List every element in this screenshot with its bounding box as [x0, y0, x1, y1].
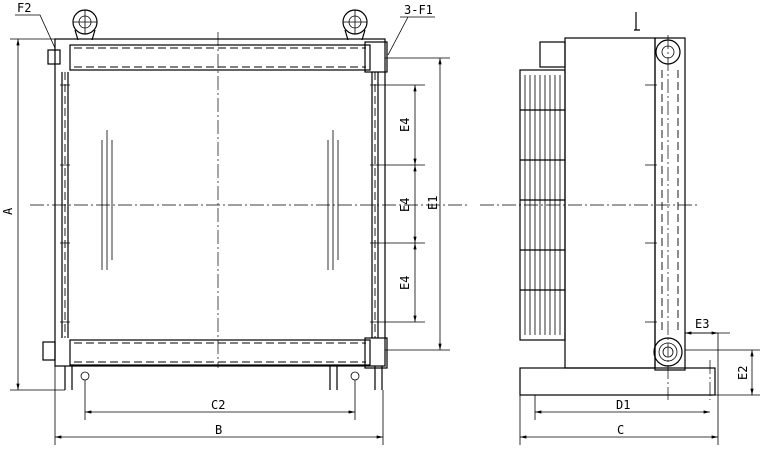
dim-e4-label-1: E4 [398, 118, 412, 132]
callout-3-f1: 3-F1 [404, 3, 433, 17]
dim-e1-label: E1 [426, 196, 440, 210]
side-top-box [539, 41, 566, 68]
outer-frame [54, 38, 386, 367]
dim-c-label: C [617, 423, 624, 437]
fitting-f2 [47, 49, 61, 65]
dim-e4-label-2: E4 [398, 198, 412, 212]
side-column [654, 37, 686, 371]
bottom-header-tube [69, 339, 371, 366]
dim-c2-label: C2 [211, 398, 225, 412]
dim-e2-label: E2 [736, 366, 750, 380]
side-dimensions: E3 E2 D1 C [519, 317, 760, 445]
flange-top-right [364, 41, 388, 73]
flange-bottom-right [364, 337, 388, 369]
callout-f2: F2 [17, 1, 31, 15]
dim-b-label: B [215, 423, 222, 437]
top-header-tube [69, 44, 371, 71]
front-dimensions: A E1 E4 E4 E4 C2 B F2 3-F1 [1, 1, 450, 445]
side-view [480, 12, 716, 400]
lifting-lug-right [342, 9, 368, 41]
dim-d1-label: D1 [616, 398, 630, 412]
fitting-bottom-left [42, 341, 56, 361]
dim-a-label: A [1, 207, 15, 215]
dim-e3-label: E3 [695, 317, 709, 331]
base-plate [519, 367, 716, 396]
lifting-lug-left [72, 9, 98, 41]
front-view [30, 9, 470, 390]
dim-e4-label-3: E4 [398, 276, 412, 290]
side-body [564, 37, 656, 369]
